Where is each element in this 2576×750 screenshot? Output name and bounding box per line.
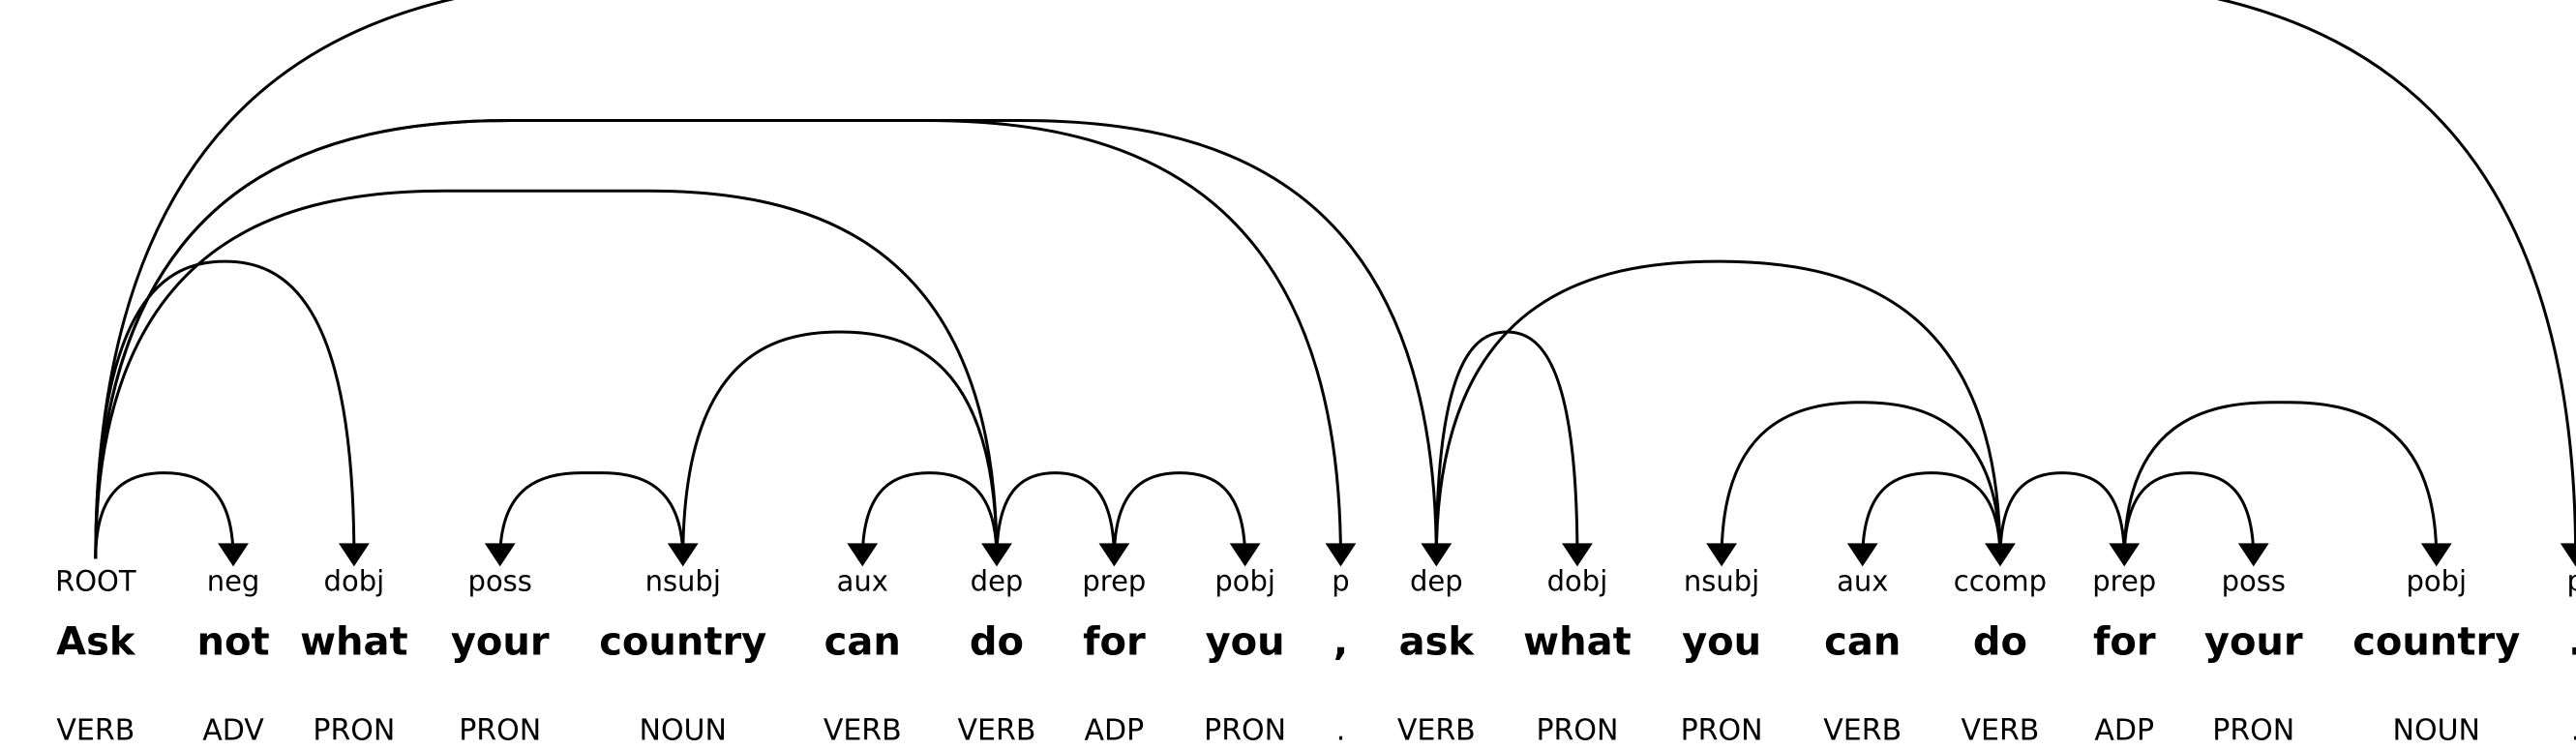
token-pos-tag-1: ADV bbox=[202, 714, 264, 748]
dep-relation-label-16: poss bbox=[2222, 564, 2286, 597]
pos-tag-labels-layer: VERB ADV PRON PRON NOUN VERB VERB ADP PRON. VERB P… bbox=[56, 714, 2576, 748]
dep-arrowhead-dobj-11 bbox=[1562, 543, 1593, 567]
token-pos-tag-7: ADP bbox=[1085, 714, 1145, 748]
dep-arrowhead-dobj-2 bbox=[338, 543, 370, 567]
token-word-5[interactable]: can bbox=[824, 619, 901, 664]
dep-relation-label-12: nsubj bbox=[1684, 564, 1759, 597]
token-pos-tag-12: PRON bbox=[1681, 714, 1763, 748]
dep-relation-label-4: nsubj bbox=[645, 564, 721, 597]
token-pos-tag-11: PRON bbox=[1536, 714, 1618, 748]
dep-arc-prep-14-15 bbox=[1998, 471, 2126, 559]
token-word-15[interactable]: for bbox=[2093, 619, 2156, 664]
dep-arrowhead-pobj-8 bbox=[1229, 543, 1261, 567]
token-word-12[interactable]: you bbox=[1682, 619, 1761, 664]
dep-relation-label-5: aux bbox=[837, 564, 888, 597]
dep-arc-pobj-15-17 bbox=[2122, 401, 2439, 559]
dep-arrowhead-p-18 bbox=[2560, 543, 2576, 567]
token-pos-tag-3: PRON bbox=[459, 714, 541, 748]
dep-relation-label-15: prep bbox=[2092, 564, 2156, 597]
dep-relation-label-3: poss bbox=[468, 564, 532, 597]
token-pos-tag-9: . bbox=[1336, 714, 1346, 748]
token-word-6[interactable]: do bbox=[970, 619, 1024, 664]
dep-relation-label-0: ROOT bbox=[55, 564, 136, 597]
token-pos-tag-4: NOUN bbox=[640, 714, 727, 748]
token-word-7[interactable]: for bbox=[1083, 619, 1146, 664]
token-pos-tag-5: VERB bbox=[824, 714, 902, 748]
dep-arc-nsubj-6-4 bbox=[681, 330, 999, 559]
token-pos-tag-2: PRON bbox=[313, 714, 395, 748]
arrowheads-layer bbox=[218, 543, 2576, 567]
dep-arc-p-0-9 bbox=[94, 118, 1342, 559]
dep-arrowhead-neg-1 bbox=[218, 543, 249, 567]
dep-arc-p-0-18 bbox=[94, 0, 2576, 559]
dep-arrowhead-poss-3 bbox=[484, 543, 516, 567]
dep-relation-label-13: aux bbox=[1837, 564, 1888, 597]
dep-relation-label-1: neg bbox=[207, 564, 260, 597]
token-word-4[interactable]: country bbox=[599, 619, 766, 664]
token-pos-tag-13: VERB bbox=[1823, 714, 1902, 748]
dep-relation-label-10: dep bbox=[1410, 564, 1463, 597]
token-pos-tag-16: PRON bbox=[2212, 714, 2294, 748]
dep-arc-neg-0-1 bbox=[94, 471, 235, 559]
dep-arrowhead-aux-13 bbox=[1846, 543, 1878, 567]
dep-arrowhead-ccomp-14 bbox=[1985, 543, 2016, 567]
token-word-18[interactable]: . bbox=[2568, 619, 2576, 664]
token-word-2[interactable]: what bbox=[300, 619, 408, 664]
dep-relation-label-11: dobj bbox=[1547, 564, 1608, 597]
arcs-layer bbox=[94, 0, 2576, 559]
dep-arc-ccomp-10-14 bbox=[1434, 259, 2002, 559]
dep-arrowhead-prep-7 bbox=[1098, 543, 1130, 567]
token-word-13[interactable]: can bbox=[1824, 619, 1901, 664]
dep-relation-label-18: p bbox=[2566, 564, 2576, 597]
dep-arrowhead-aux-5 bbox=[847, 543, 879, 567]
dep-arc-dep-0-10 bbox=[94, 118, 1438, 559]
dep-relation-label-14: ccomp bbox=[1954, 564, 2047, 597]
token-word-9[interactable]: , bbox=[1333, 619, 1348, 664]
dep-relation-label-2: dobj bbox=[324, 564, 385, 597]
dep-arc-dobj-10-11 bbox=[1434, 330, 1579, 559]
dep-arc-pobj-7-8 bbox=[1112, 471, 1247, 559]
token-word-17[interactable]: country bbox=[2352, 619, 2520, 664]
dep-relation-label-17: pobj bbox=[2406, 564, 2467, 597]
dep-relation-label-9: p bbox=[1332, 564, 1349, 597]
relation-labels-layer: ROOT neg dobj poss nsubj aux dep prep pobj p dep do… bbox=[55, 564, 2576, 597]
token-word-1[interactable]: not bbox=[196, 619, 269, 664]
dep-arrowhead-pobj-17 bbox=[2420, 543, 2452, 567]
token-pos-tag-17: NOUN bbox=[2393, 714, 2480, 748]
token-pos-tag-14: VERB bbox=[1961, 714, 2039, 748]
token-pos-tag-0: VERB bbox=[56, 714, 135, 748]
dep-arc-aux-6-5 bbox=[860, 471, 999, 559]
dep-relation-label-6: dep bbox=[971, 564, 1024, 597]
token-word-3[interactable]: your bbox=[451, 619, 550, 664]
dep-arc-dobj-0-2 bbox=[94, 259, 356, 559]
token-word-0[interactable]: Ask bbox=[56, 619, 136, 664]
dep-arrowhead-nsubj-4 bbox=[667, 543, 699, 567]
token-word-10[interactable]: ask bbox=[1399, 619, 1476, 664]
dep-arc-prep-6-7 bbox=[995, 471, 1116, 559]
token-pos-tag-6: VERB bbox=[958, 714, 1036, 748]
dep-arrowhead-dep-6 bbox=[981, 543, 1012, 567]
dep-arc-aux-14-13 bbox=[1861, 471, 2002, 559]
dep-arrowhead-prep-15 bbox=[2109, 543, 2141, 567]
token-word-11[interactable]: what bbox=[1523, 619, 1632, 664]
dep-arc-poss-4-3 bbox=[498, 471, 685, 559]
token-word-8[interactable]: you bbox=[1206, 619, 1285, 664]
token-word-16[interactable]: your bbox=[2204, 619, 2303, 664]
dep-arc-nsubj-14-12 bbox=[1720, 401, 2002, 559]
dep-arrowhead-poss-16 bbox=[2237, 543, 2269, 567]
dep-relation-label-8: pobj bbox=[1214, 564, 1275, 597]
dep-arc-dep-0-6 bbox=[94, 189, 999, 559]
token-pos-tag-15: ADP bbox=[2094, 714, 2154, 748]
dep-arc-poss-15-16 bbox=[2122, 471, 2256, 559]
dep-arrowhead-nsubj-12 bbox=[1706, 543, 1737, 567]
dep-relation-label-7: prep bbox=[1082, 564, 1146, 597]
token-pos-tag-18: . bbox=[2571, 714, 2576, 748]
dep-arrowhead-p-9 bbox=[1325, 543, 1357, 567]
token-word-14[interactable]: do bbox=[1973, 619, 2027, 664]
token-pos-tag-8: PRON bbox=[1204, 714, 1286, 748]
token-pos-tag-10: VERB bbox=[1397, 714, 1476, 748]
dep-arrowhead-dep-10 bbox=[1421, 543, 1453, 567]
